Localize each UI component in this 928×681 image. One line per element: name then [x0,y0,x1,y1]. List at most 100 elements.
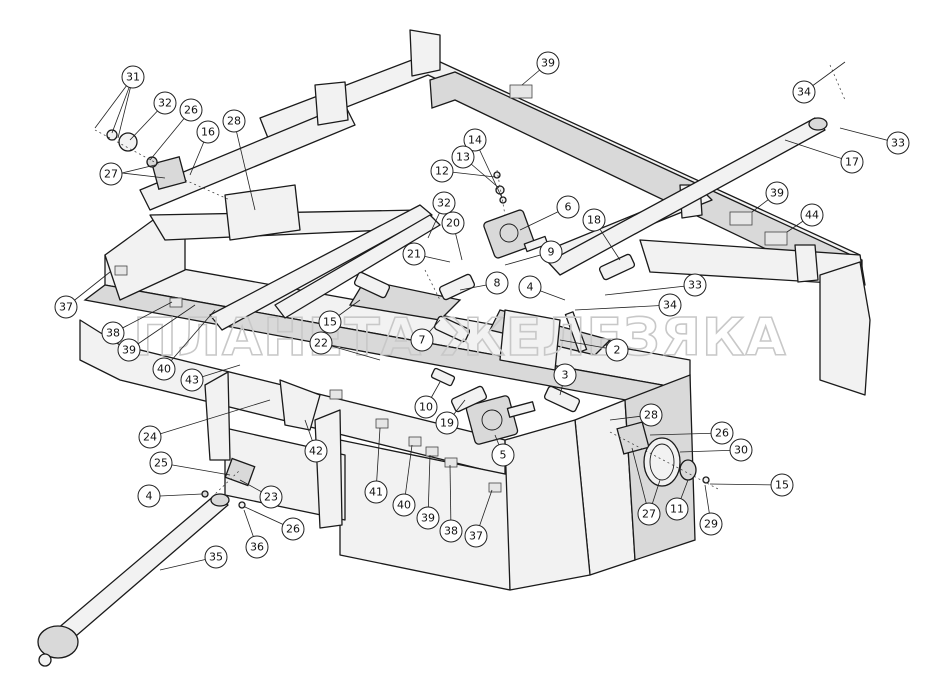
callout-15: 15 [318,310,342,334]
callout-5: 5 [491,443,515,467]
callout-39: 39 [536,51,560,75]
svg-text:26: 26 [184,104,198,117]
svg-text:16: 16 [201,126,215,139]
decal-39-right [729,211,753,226]
pto-shaft [49,494,229,649]
rear-left-box [224,184,301,241]
callout-2: 2 [605,338,629,362]
hitch-upright-left [314,81,349,126]
decal-41 [375,418,389,429]
svg-text:33: 33 [891,137,905,150]
callout-39c: 39 [117,338,141,362]
svg-text:33: 33 [688,279,702,292]
svg-text:11: 11 [670,503,684,516]
svg-text:25: 25 [154,457,168,470]
nut-31 [106,129,118,141]
svg-text:37: 37 [469,530,483,543]
decal-39-front [425,446,439,457]
svg-text:42: 42 [309,445,323,458]
hitch-upright-right [794,244,819,283]
svg-text:19: 19 [440,417,454,430]
svg-text:39: 39 [122,344,136,357]
callout-39b: 39 [765,181,789,205]
callout-8: 8 [485,271,509,295]
svg-text:17: 17 [845,156,859,169]
bearing-23 [224,457,256,487]
callout-38: 38 [101,321,125,345]
callout-15b: 15 [770,473,794,497]
callout-40b: 40 [392,493,416,517]
svg-text:30: 30 [734,444,748,457]
svg-text:44: 44 [805,209,819,222]
pto-front-yoke [210,493,230,507]
callout-17: 17 [840,150,864,174]
svg-text:35: 35 [209,551,223,564]
decal-39-top [509,84,533,99]
callout-35: 35 [204,545,228,569]
front-right-skirt [504,419,591,591]
svg-text:32: 32 [437,197,451,210]
pto-yoke [37,625,79,659]
decal-40 [408,436,422,447]
hitch-upright-top [409,29,441,77]
decal-44 [764,231,788,246]
callout-4b: 4 [137,484,161,508]
callout-28: 28 [222,109,246,133]
coupler-8 [438,273,476,301]
callout-26b: 26 [710,421,734,445]
decal-38-front [444,457,458,468]
svg-text:22: 22 [314,337,328,350]
watermark-text: ПЛАНЕТА ЖЕЛЕЗЯКА [133,308,786,368]
svg-text:2: 2 [614,344,621,357]
callout-23: 23 [259,485,283,509]
svg-text:28: 28 [227,115,241,128]
svg-text:21: 21 [407,248,421,261]
pulley-groove [649,443,675,481]
gearbox-bottom-cover [481,409,503,431]
svg-text:15: 15 [775,479,789,492]
callout-27: 27 [99,162,123,186]
coupler-19 [450,385,488,413]
couplers [353,253,636,413]
callout-9: 9 [539,240,563,264]
bolt-14 [499,196,507,204]
callout-41: 41 [364,480,388,504]
callout-7: 7 [410,328,434,352]
inner-diagonal-beam [209,204,433,331]
callout-10: 10 [414,395,438,419]
callout-27b: 27 [637,502,661,526]
svg-text:3: 3 [562,369,569,382]
svg-text:39: 39 [421,512,435,525]
callout-30: 30 [729,438,753,462]
svg-text:18: 18 [587,214,601,227]
svg-text:31: 31 [126,71,140,84]
decal-labels [114,84,788,493]
gearbox-bottom-shaft [506,401,536,418]
callout-18: 18 [582,208,606,232]
bearing-flange-right [616,421,650,455]
svg-text:15: 15 [323,316,337,329]
svg-text:10: 10 [419,401,433,414]
svg-text:38: 38 [106,327,120,340]
callout-22: 22 [309,331,333,355]
gusset-bracket [279,379,321,431]
callout-bubbles: 31 32 26 28 16 27 39 14 13 12 34 33 17 6… [54,51,910,569]
callout-19: 19 [435,411,459,435]
strap-34 [564,311,588,353]
svg-text:4: 4 [146,490,153,503]
svg-text:37: 37 [59,301,73,314]
svg-text:9: 9 [548,246,555,259]
center-hanger [314,409,343,529]
svg-text:39: 39 [770,187,784,200]
callout-37b: 37 [464,524,488,548]
svg-text:12: 12 [435,165,449,178]
callout-33: 33 [886,131,910,155]
gearbox-bottom [465,395,536,445]
callout-34b: 34 [658,293,682,317]
svg-text:40: 40 [157,363,171,376]
svg-text:27: 27 [642,508,656,521]
svg-text:14: 14 [468,134,482,147]
svg-text:24: 24 [143,431,157,444]
washer-4 [201,490,209,498]
